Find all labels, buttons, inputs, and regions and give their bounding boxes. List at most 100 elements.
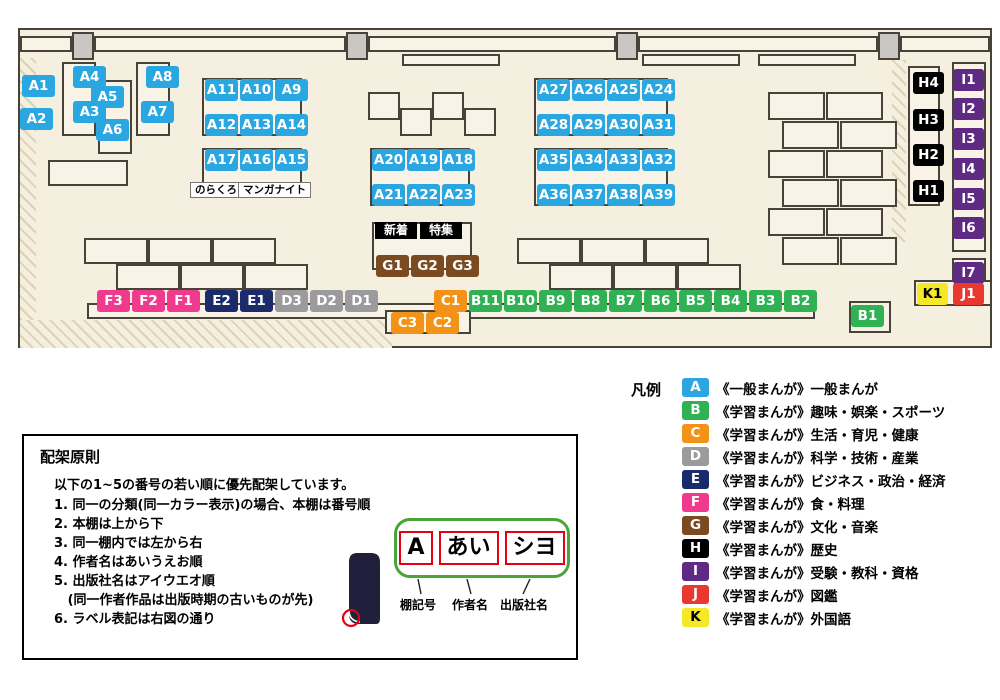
shelf-label-group: I1 (953, 69, 984, 91)
shelf-label-i2: I2 (953, 98, 984, 120)
shelf-label-b3: B3 (749, 290, 782, 312)
legend-key-d: D (682, 447, 709, 466)
legend-key-h: H (682, 539, 709, 558)
shelf-label-a37: A37 (572, 184, 605, 206)
rule-item: (同一作者作品は出版時期の古いものが先) (54, 593, 314, 608)
shelf-label-a4: A4 (73, 66, 106, 88)
legend-title: 凡例 (631, 381, 662, 399)
shelf-block (840, 121, 897, 149)
legend-key-a: A (682, 378, 709, 397)
shelf-label-d2: D2 (310, 290, 343, 312)
shelf-block (212, 238, 276, 264)
shelf-label-a13: A13 (240, 114, 273, 136)
shelf-label-group: I5 (953, 188, 984, 210)
shelf-block (826, 92, 883, 120)
shelf-label-h3: H3 (913, 109, 944, 131)
shelf-label-a3: A3 (73, 101, 106, 123)
rules-title: 配架原則 (40, 448, 101, 466)
shelf-label-a15: A15 (275, 149, 308, 171)
shelf-label-group: H3 (913, 109, 944, 131)
shelf-label-c2: C2 (426, 312, 459, 334)
shelf-label-a10: A10 (240, 79, 273, 101)
shelf-block (432, 92, 464, 120)
shelf-block (826, 208, 883, 236)
shelf-label-group: H4 (913, 72, 944, 94)
shelf-label-c3: C3 (391, 312, 424, 334)
shelf-label-g1: G1 (376, 255, 409, 277)
book-shape (349, 553, 380, 624)
shelf-label-a32: A32 (642, 149, 675, 171)
shelf-label-a9: A9 (275, 79, 308, 101)
shelf-block (840, 179, 897, 207)
legend-label: 《学習まんが》趣味・娯楽・スポーツ (716, 404, 946, 421)
shelf-label-a28: A28 (537, 114, 570, 136)
shelf-block (581, 238, 645, 264)
shelf-label-group: I3 (953, 128, 984, 150)
shelf-block (782, 179, 839, 207)
shelf-label-a34: A34 (572, 149, 605, 171)
legend-row-j: J《学習まんが》図鑑 (682, 583, 993, 606)
legend-key-c: C (682, 424, 709, 443)
shelf-label-a17: A17 (205, 149, 238, 171)
legend-label: 《学習まんが》ビジネス・政治・経済 (716, 473, 946, 490)
label-demo-box-0: A (399, 531, 433, 565)
shelf-block (464, 108, 496, 136)
shelf-block (549, 264, 613, 290)
shelf-label-a22: A22 (407, 184, 440, 206)
shelf-block (94, 36, 346, 52)
shelf-label-h2: H2 (913, 144, 944, 166)
shelf-label-a26: A26 (572, 79, 605, 101)
legend-label: 《学習まんが》受験・教科・資格 (716, 565, 919, 582)
shelf-label-a12: A12 (205, 114, 238, 136)
shelf-label-b1: B1 (851, 305, 884, 327)
shelf-block (642, 54, 740, 66)
shelf-label-a25: A25 (607, 79, 640, 101)
shelf-block (116, 264, 180, 290)
label-demo-caption-2: 出版社名 (500, 598, 549, 612)
shelf-label-h4: H4 (913, 72, 944, 94)
shelf-label-a31: A31 (642, 114, 675, 136)
shelf-block (768, 150, 825, 178)
legend-label: 《学習まんが》生活・育児・健康 (716, 427, 919, 444)
shelf-block (613, 264, 677, 290)
shelf-label-group: J1 (953, 283, 984, 305)
shelf-label-group: A2 (20, 108, 53, 130)
shelf-label-group: C1 (434, 290, 467, 312)
shelf-label-group: I6 (953, 217, 984, 239)
section-tag: 新着 (375, 222, 417, 239)
shelf-label-a23: A23 (442, 184, 475, 206)
shelf-block (900, 36, 990, 52)
legend-row-g: G《学習まんが》文化・音楽 (682, 514, 993, 537)
shelf-label-a38: A38 (607, 184, 640, 206)
shelf-block (840, 237, 897, 265)
shelf-label-a1: A1 (22, 75, 55, 97)
shelf-block (826, 150, 883, 178)
legend-row-e: E《学習まんが》ビジネス・政治・経済 (682, 468, 993, 491)
legend-label: 《学習まんが》科学・技術・産業 (716, 450, 919, 467)
shelf-label-a21: A21 (372, 184, 405, 206)
shelf-block (645, 238, 709, 264)
hatched-floor-area (20, 320, 392, 348)
shelf-label-g3: G3 (446, 255, 479, 277)
legend-key-g: G (682, 516, 709, 535)
shelf-label-b6: B6 (644, 290, 677, 312)
shelf-label-k1: K1 (917, 283, 948, 305)
shelf-label-group: H2 (913, 144, 944, 166)
shelf-label-d1: D1 (345, 290, 378, 312)
shelf-label-a11: A11 (205, 79, 238, 101)
legend-key-b: B (682, 401, 709, 420)
shelf-label-a39: A39 (642, 184, 675, 206)
rule-item: 6. ラベル表記は右図の通り (54, 612, 216, 627)
